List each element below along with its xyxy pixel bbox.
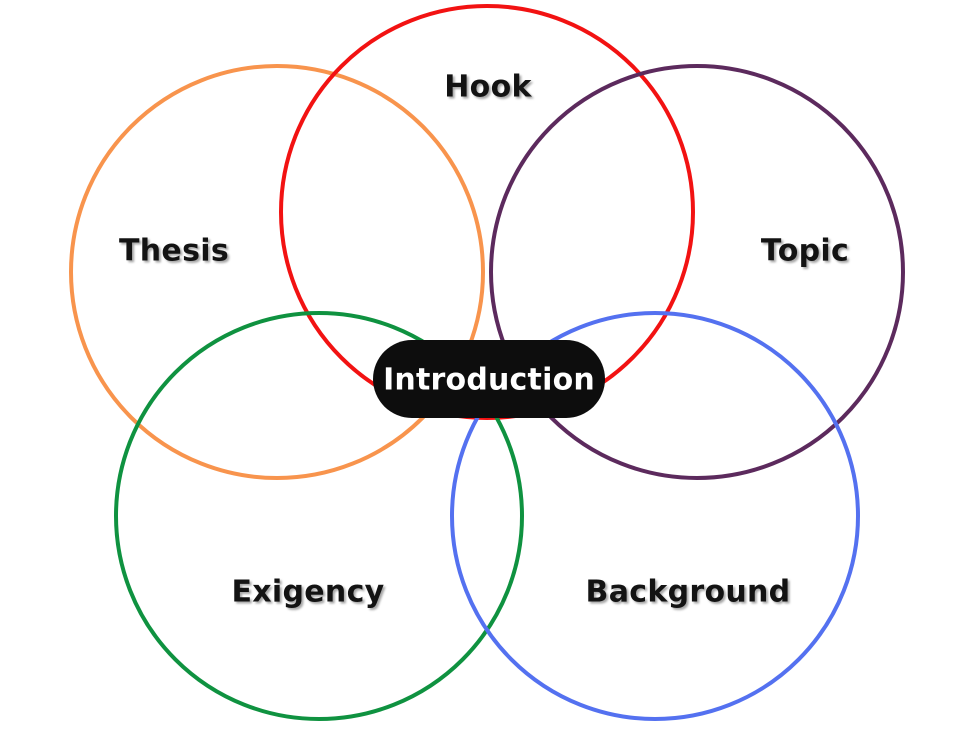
introduction-label: Introduction	[383, 362, 595, 398]
exigency-label: Exigency	[231, 574, 385, 610]
hook-label: Hook	[444, 69, 532, 105]
topic-circle	[489, 64, 905, 480]
exigency-circle	[114, 311, 524, 721]
topic-label: Topic	[760, 233, 850, 269]
thesis-label: Thesis	[119, 233, 229, 269]
background-circle	[450, 311, 860, 721]
introduction-pill	[373, 340, 605, 418]
thesis-circle	[69, 64, 485, 480]
background-label: Background	[585, 574, 791, 610]
